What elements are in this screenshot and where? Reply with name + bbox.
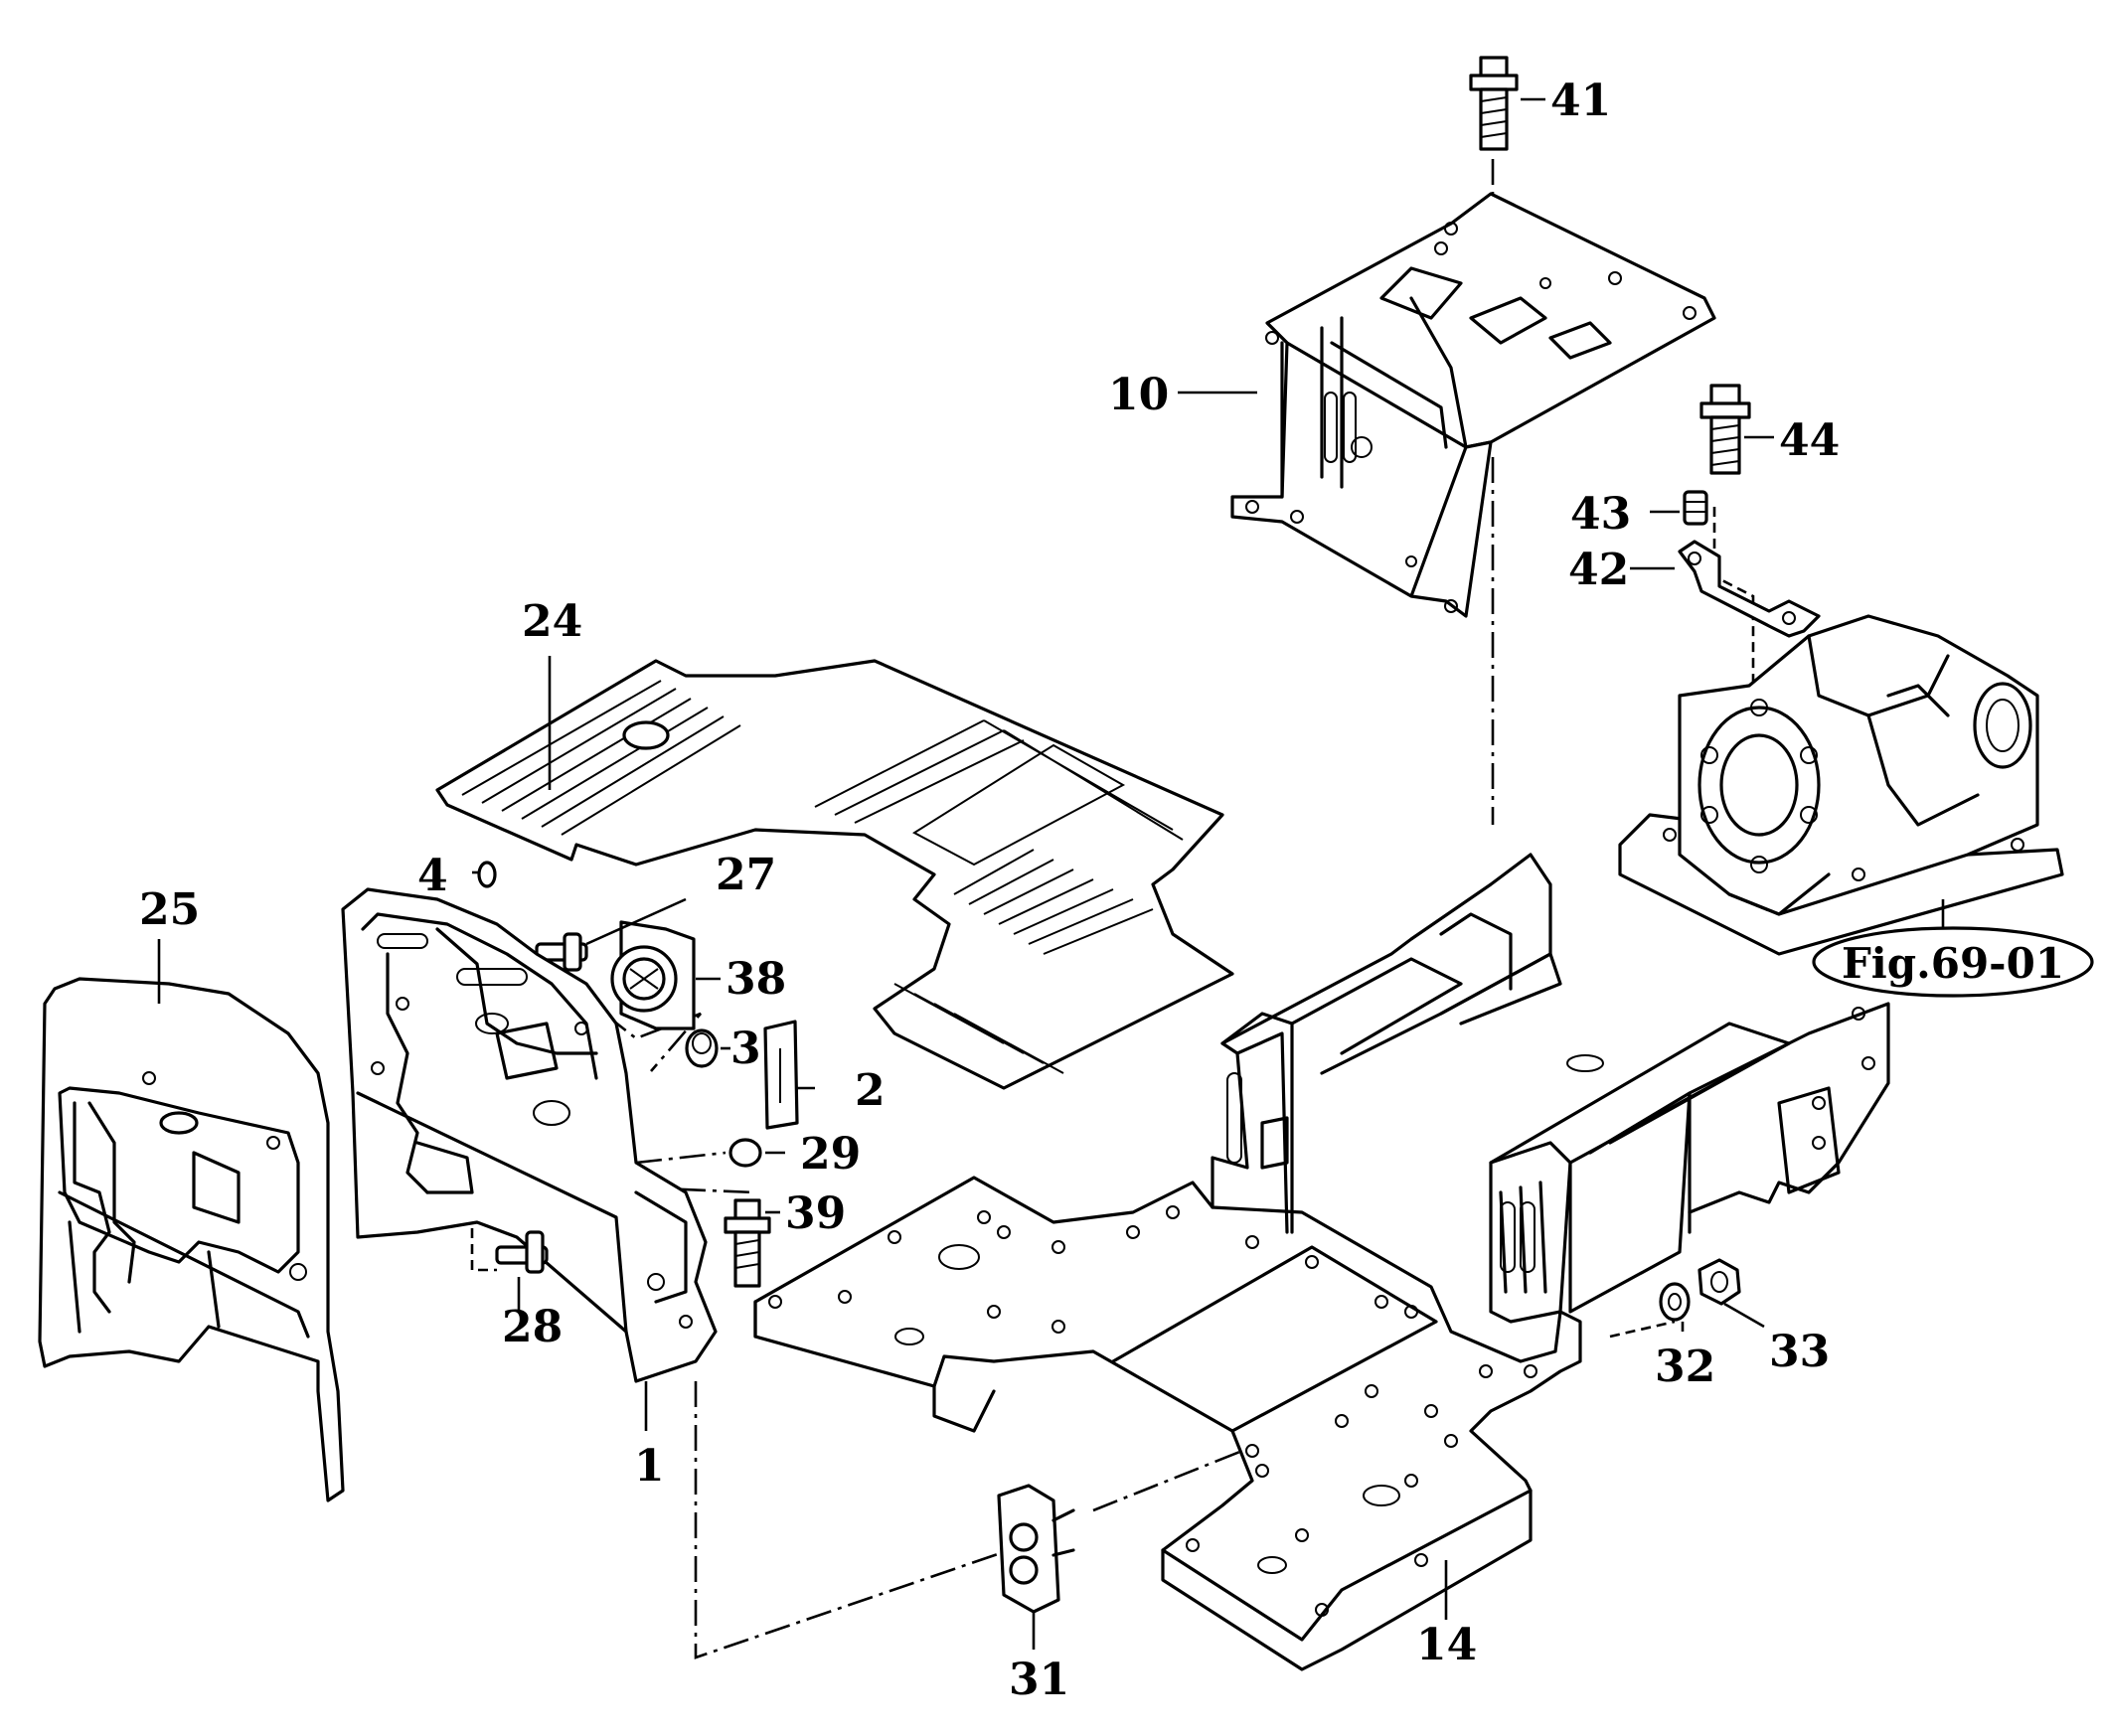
pin-28-graphic (495, 1230, 549, 1274)
switch-38-graphic (610, 920, 696, 1030)
callout-31: 31 (1009, 1655, 1069, 1705)
callout-3: 3 (730, 1024, 761, 1074)
callout-28: 28 (502, 1302, 563, 1352)
callout-43: 43 (1570, 489, 1631, 540)
callout-labels: 41 10 44 43 42 24 4 27 25 38 3 2 29 39 2… (139, 76, 1840, 1705)
callout-32: 32 (1655, 1341, 1715, 1392)
figure-reference[interactable]: Fig.69-01 (1812, 926, 2094, 998)
main-frame-14-graphic (753, 853, 1890, 1671)
bolt-41-graphic (1469, 56, 1519, 151)
floor-mat-24-graphic (435, 659, 1234, 1090)
spacer-43-graphic (1683, 490, 1708, 526)
callout-41: 41 (1550, 76, 1611, 126)
callout-44: 44 (1779, 415, 1840, 466)
insulation-panel-25-graphic (38, 977, 345, 1502)
callout-39: 39 (785, 1188, 846, 1239)
callout-24: 24 (522, 596, 582, 647)
callout-2: 2 (855, 1065, 886, 1116)
callout-27: 27 (716, 850, 776, 900)
callout-25: 25 (139, 884, 200, 935)
grommet-4-graphic (477, 861, 497, 888)
callout-29: 29 (800, 1129, 861, 1180)
callout-10: 10 (1108, 370, 1169, 420)
switch-panel-31-graphic (997, 1484, 1075, 1614)
dash-panel-1-graphic (341, 887, 718, 1383)
plug-29-graphic (728, 1138, 762, 1168)
callout-4: 4 (417, 851, 448, 901)
label-plate-2-graphic (763, 1020, 799, 1130)
callout-42: 42 (1568, 545, 1629, 595)
upper-bracket-10-graphic (1230, 192, 1716, 618)
bracket-plate-42-graphic (1678, 540, 1821, 638)
transmission-housing-graphic (1618, 614, 2064, 956)
bolt-39-graphic (724, 1198, 771, 1288)
knob-3-graphic (685, 1028, 719, 1068)
nut-33-graphic (1697, 1258, 1741, 1306)
callout-14: 14 (1416, 1620, 1477, 1670)
callout-1: 1 (634, 1441, 665, 1492)
bolt-44-graphic (1699, 384, 1751, 475)
figure-reference-label: Fig.69-01 (1842, 939, 2064, 988)
callout-33: 33 (1769, 1327, 1830, 1377)
washer-32-graphic (1659, 1282, 1691, 1322)
callout-38: 38 (726, 954, 786, 1005)
leader-lines (157, 97, 1945, 1650)
